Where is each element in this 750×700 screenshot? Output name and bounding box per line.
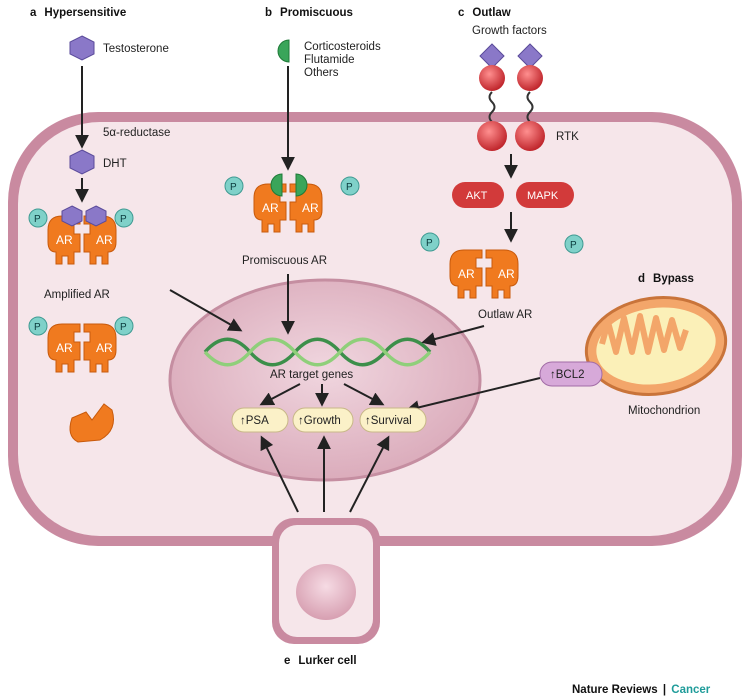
- ar-fragment: [69, 403, 114, 443]
- credit-separator: |: [663, 684, 666, 696]
- ar-label: AR: [498, 267, 515, 281]
- psa-label: PSA: [246, 415, 269, 427]
- svg-text:↑PSA: ↑PSA: [240, 415, 269, 427]
- phosphate-label: P: [426, 238, 433, 249]
- panel-b-title: b Promiscuous: [265, 7, 353, 19]
- dht-hexagon-icon: [69, 149, 95, 175]
- panel-letter: a: [30, 7, 37, 19]
- svg-text:↑BCL2: ↑BCL2: [550, 369, 585, 381]
- mapk-label: MAPK: [527, 190, 559, 202]
- rtk-label: RTK: [556, 131, 579, 143]
- phosphate-label: P: [230, 182, 237, 193]
- panel-c-title: c Outlaw: [458, 7, 511, 19]
- up-arrow: ↑: [365, 415, 371, 427]
- dna-helix: [203, 337, 432, 367]
- promiscuous-ar-dimer: AR AR P P: [224, 173, 360, 233]
- outlaw-ar-dimer: AR AR P P: [420, 232, 584, 299]
- journal-credit: Nature Reviews | Cancer: [572, 684, 711, 696]
- akt-kinase: AKT: [452, 182, 504, 208]
- arrow: [259, 383, 301, 406]
- arrow: [421, 325, 485, 346]
- phosphate-label: P: [120, 214, 127, 225]
- panel-letter: d: [638, 273, 645, 285]
- arrow: [349, 435, 390, 513]
- lurker-cell: [272, 518, 380, 644]
- panel-letter: b: [265, 7, 272, 19]
- ar-label: AR: [96, 341, 113, 355]
- amplified-ar-label: Amplified AR: [44, 289, 110, 301]
- ligand-label: Flutamide: [304, 54, 355, 66]
- phosphate-label: P: [570, 240, 577, 251]
- ligand-label: Corticosteroids: [304, 41, 381, 53]
- reductase-label: 5α-reductase: [103, 127, 170, 139]
- growth-label: Growth: [304, 415, 341, 427]
- dht-label: DHT: [103, 158, 127, 170]
- mitochondrion: [584, 295, 728, 397]
- journal-section: Cancer: [671, 684, 711, 696]
- survival-label: Survival: [371, 415, 412, 427]
- panel-letter: e: [284, 655, 290, 667]
- svg-text:↑Growth: ↑Growth: [298, 415, 341, 427]
- arrow: [260, 435, 299, 513]
- panel-title: Hypersensitive: [44, 7, 126, 19]
- ar-label: AR: [56, 233, 73, 247]
- panel-title: Outlaw: [472, 7, 510, 19]
- panel-letter: c: [458, 7, 465, 19]
- up-arrow: ↑: [240, 415, 246, 427]
- arrow: [169, 289, 243, 332]
- panel-d-title: d Bypass: [638, 273, 694, 285]
- ar-label: AR: [302, 201, 319, 215]
- bcl2-protein: ↑BCL2: [539, 361, 603, 387]
- target-genes-label: AR target genes: [270, 369, 353, 381]
- phosphate-label: P: [346, 182, 353, 193]
- survival-pill: ↑Survival: [359, 407, 427, 433]
- ar-label: AR: [262, 201, 279, 215]
- panel-title: Lurker cell: [298, 655, 356, 667]
- panel-title: Bypass: [653, 273, 694, 285]
- phosphate-label: P: [120, 322, 127, 333]
- journal-name: Nature Reviews: [572, 684, 658, 696]
- testosterone-hexagon-icon: [69, 35, 95, 61]
- mitochondrion-label: Mitochondrion: [628, 405, 700, 417]
- ligand-halfcircle-icon: [277, 39, 290, 63]
- arrow: [405, 377, 541, 415]
- mapk-kinase: MAPK: [516, 182, 574, 208]
- testosterone-label: Testosterone: [103, 43, 169, 55]
- growth-factors-label: Growth factors: [472, 25, 547, 37]
- akt-label: AKT: [466, 190, 488, 202]
- outlaw-ar-label: Outlaw AR: [478, 309, 532, 321]
- ligand-label: Others: [304, 67, 339, 79]
- ar-dimer-copy: AR AR P P: [28, 316, 134, 373]
- psa-pill: ↑PSA: [231, 407, 289, 433]
- ar-label: AR: [458, 267, 475, 281]
- bcl2-label: BCL2: [556, 369, 585, 381]
- panel-e-title: e Lurker cell: [284, 655, 357, 667]
- up-arrow: ↑: [298, 415, 304, 427]
- svg-text:↑Survival: ↑Survival: [365, 415, 412, 427]
- phosphate-label: P: [34, 214, 41, 225]
- ar-label: AR: [96, 233, 113, 247]
- promiscuous-ar-label: Promiscuous AR: [242, 255, 327, 267]
- panel-title: Promiscuous: [280, 7, 353, 19]
- panel-a-title: a Hypersensitive: [30, 7, 126, 19]
- amplified-ar-dimer: AR AR P P: [28, 205, 134, 265]
- phosphate-label: P: [34, 322, 41, 333]
- rtk-receptors: [477, 43, 545, 151]
- arrow: [343, 383, 385, 406]
- growth-pill: ↑Growth: [292, 407, 354, 433]
- ar-label: AR: [56, 341, 73, 355]
- up-arrow: ↑: [550, 369, 556, 381]
